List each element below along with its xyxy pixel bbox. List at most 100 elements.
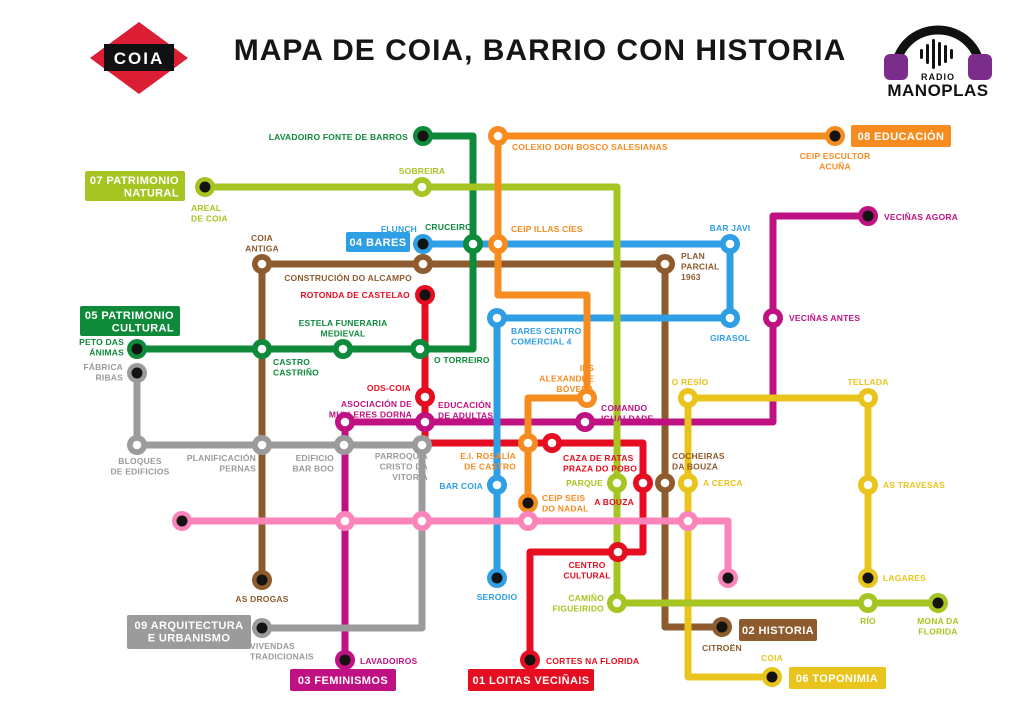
station-dot-caza-de-ratas-praza-do-pobo xyxy=(547,438,557,448)
station-dot-plan-parcial-1963 xyxy=(660,259,670,269)
station-dot-coia-antiga xyxy=(257,259,267,269)
terminus-dot-serodio xyxy=(491,572,503,584)
left-glove xyxy=(884,54,908,80)
station-dot-parada-3 xyxy=(523,516,533,526)
station-label-veci-as-antes: VECIÑAS ANTES xyxy=(789,313,860,323)
station-dot-e-i-rosal-a-de-castro xyxy=(523,438,533,448)
station-dot-centro-cultural xyxy=(613,547,623,557)
badge-box-01-loitas-vecinais xyxy=(468,669,594,691)
badge-label-06-toponimia: 06 TOPONIMIA xyxy=(796,673,878,685)
station-dot-colexio-don-bosco-salesianas xyxy=(493,131,503,141)
station-label-flunch: FLUNCH xyxy=(381,224,417,234)
station-dot-sobreira xyxy=(417,182,427,192)
station-dot-a-cerca xyxy=(683,478,693,488)
soundwave-icon xyxy=(920,39,953,69)
stations-02-historia xyxy=(252,254,732,637)
station-label-as-drogas: AS DROGAS xyxy=(235,594,288,604)
terminus-dot-lagares xyxy=(862,572,874,584)
line-03-feminismos xyxy=(341,212,872,664)
station-dot-bar-javi xyxy=(725,239,735,249)
station-dot-bar-coia xyxy=(492,480,502,490)
station-dot-planificaci-n-pernas xyxy=(257,440,267,450)
badge-box-03-feminismos xyxy=(290,669,396,691)
logo-nameplate xyxy=(104,44,174,71)
station-dot-construci-n-do-alcampo xyxy=(418,259,428,269)
station-label-coia: COIA xyxy=(761,653,783,663)
stations-04-bares xyxy=(413,234,740,588)
stations-07-patrimonio-natural xyxy=(195,177,948,613)
station-dot-cruceiro xyxy=(468,239,478,249)
stations-06-toponimia xyxy=(678,388,878,687)
line-path-linha-rosa xyxy=(178,517,732,582)
station-label-tellada: TELLADA xyxy=(847,377,888,387)
line-badge-01-loitas-vecinais: 01 LOITAS VECIÑAIS xyxy=(468,669,594,691)
station-label-r-o: RÍO xyxy=(860,616,876,626)
terminus-dot-terminal-oeste xyxy=(176,515,188,527)
badge-box-06-toponimia xyxy=(789,667,886,689)
stations-09-arquitectura-e-urbanismo xyxy=(127,363,432,638)
station-label-citro-n: CITROËN xyxy=(702,643,742,653)
terminus-dot-mona-da-florida xyxy=(932,597,944,609)
manoplas-text: MANOPLAS xyxy=(887,81,989,100)
badge-label-02-historia: 02 HISTORIA xyxy=(742,625,814,637)
terminus-dot-coia xyxy=(766,671,778,683)
right-glove xyxy=(968,54,992,80)
station-label-lavadoiros: LAVADOIROS xyxy=(360,656,418,666)
station-label-sobreira: SOBREIRA xyxy=(399,166,445,176)
terminus-dot-terminal-sur xyxy=(722,572,734,584)
line-07-patrimonio-natural xyxy=(201,183,942,607)
station-label-lagares: LAGARES xyxy=(883,573,926,583)
station-dot-parada-1 xyxy=(340,516,350,526)
station-dot-parque xyxy=(612,478,622,488)
station-dot-cocheiras-da-bouza xyxy=(660,478,670,488)
station-label-lavadoiro-fonte-de-barros: LAVADOIRO FONTE DE BARROS xyxy=(269,132,408,142)
station-dot-educaci-n-de-adultas xyxy=(420,417,430,427)
line-path-07-patrimonio-natural xyxy=(201,183,942,607)
line-badge-03-feminismos: 03 FEMINISMOS xyxy=(290,669,396,691)
badge-box-07-patrimonio-natural xyxy=(85,171,185,201)
station-label-as-travesas: AS TRAVESAS xyxy=(883,480,945,490)
station-dot-veci-as-antes xyxy=(768,313,778,323)
station-label-serodio: SERODIO xyxy=(477,592,518,602)
station-label-construci-n-do-alcampo: CONSTRUCIÓN DO ALCAMPO xyxy=(284,272,412,283)
station-dot-o-torreiro xyxy=(415,344,425,354)
station-dot-parroquia-cristo-da-vitoria xyxy=(417,440,427,450)
station-dot-asociaci-n-de-mulleres-dorna xyxy=(340,417,350,427)
stations-01-loitas-vecinais xyxy=(415,285,653,670)
radio-text: RADIO xyxy=(921,72,955,82)
terminus-dot-ceip-seis-do-nadal xyxy=(522,497,534,509)
station-label-ods-coia: ODS-COIA xyxy=(367,383,411,393)
station-dot-castro-castri-o xyxy=(257,344,267,354)
station-label-bar-javi: BAR JAVI xyxy=(710,223,751,233)
station-label-a-bouza: A BOUZA xyxy=(594,497,634,507)
logo-text: COIA xyxy=(114,49,165,68)
radio-manoplas-logo: RADIO MANOPLAS xyxy=(872,18,1004,101)
station-dot-r-o xyxy=(863,598,873,608)
